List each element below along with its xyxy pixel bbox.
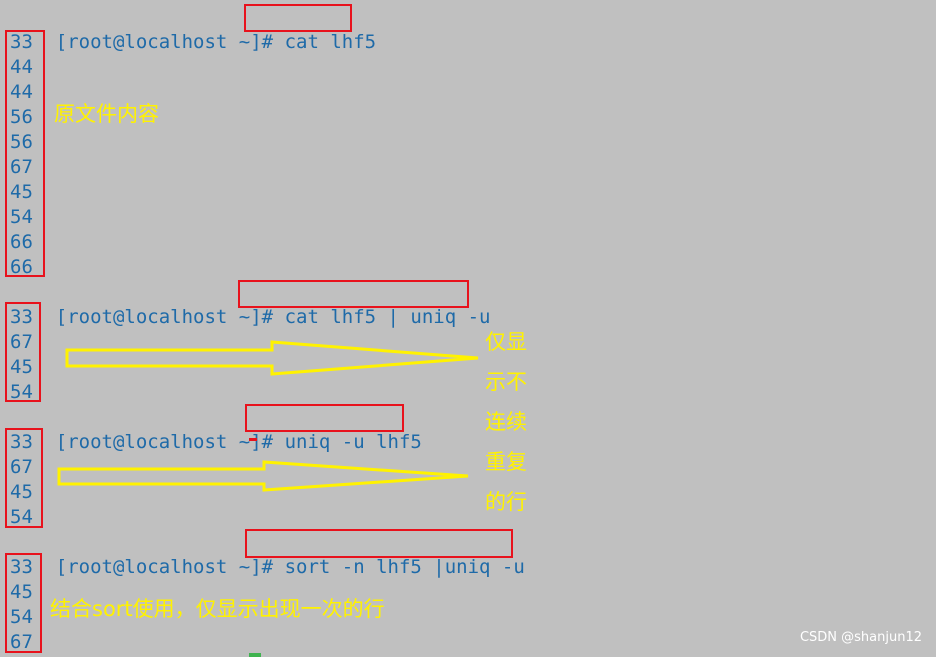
output-line: 45 xyxy=(10,481,33,503)
output-highlight-box xyxy=(5,553,42,653)
annotation-original-content: 原文件内容 xyxy=(54,102,159,126)
output-line: 67 xyxy=(10,331,33,353)
output-highlight-box xyxy=(5,30,45,277)
command-text: cat lhf5 | uniq -u xyxy=(284,306,491,328)
annotation-sort-combo: 结合sort使用，仅显示出现一次的行 xyxy=(50,597,385,621)
output-line: 67 xyxy=(10,456,33,478)
output-line: 44 xyxy=(10,56,33,78)
prompt-line: [root@localhost ~]# cat lhf5 | uniq -u xyxy=(10,280,491,328)
command-highlight-box xyxy=(244,4,352,32)
command-highlight-box xyxy=(238,280,469,308)
output-line: 33 xyxy=(10,431,33,453)
output-line: 54 xyxy=(10,606,33,628)
prompt: [root@localhost ~]# xyxy=(55,431,274,453)
annotation-line: 示不 xyxy=(485,370,527,394)
output-line: 33 xyxy=(10,31,33,53)
annotation-line: 的行 xyxy=(485,490,527,514)
prompt: [root@localhost ~]# xyxy=(55,31,274,53)
prompt: [root@localhost ~]# xyxy=(55,306,274,328)
command-text: sort -n lhf5 |uniq -u xyxy=(284,556,525,578)
output-line: 54 xyxy=(10,206,33,228)
prompt-line: [root@localhost ~]# sort -n lhf5 |uniq -… xyxy=(10,530,525,578)
annotation-line: 连续 xyxy=(485,410,527,434)
command-highlight-box xyxy=(245,529,513,558)
output-line: 45 xyxy=(10,356,33,378)
arrow-icon xyxy=(57,460,469,492)
output-line: 33 xyxy=(10,306,33,328)
output-line: 44 xyxy=(10,81,33,103)
watermark: CSDN @shanjun12 xyxy=(799,630,922,645)
prompt: [root@localhost ~]# xyxy=(55,556,274,578)
output-line: 54 xyxy=(10,506,33,528)
output-highlight-box xyxy=(5,302,41,402)
cursor-mark xyxy=(249,438,257,441)
output-highlight-box xyxy=(5,428,43,528)
output-line: 45 xyxy=(10,181,33,203)
prompt-line: [root@localhost ~]# cat lhf5 xyxy=(10,5,376,53)
output-line: 56 xyxy=(10,106,33,128)
arrow-icon xyxy=(65,340,479,376)
command-text: cat lhf5 xyxy=(284,31,377,53)
output-line: 56 xyxy=(10,131,33,153)
annotation-line: 仅显 xyxy=(485,330,527,354)
output-line: 67 xyxy=(10,156,33,178)
command-text: uniq -u lhf5 xyxy=(284,431,422,453)
output-line: 67 xyxy=(10,631,33,653)
output-line: 54 xyxy=(10,381,33,403)
output-line: 66 xyxy=(10,231,33,253)
annotation-line: 重复 xyxy=(485,450,527,474)
annotation-unique-lines: 仅显 示不 连续 重复 的行 xyxy=(485,322,535,522)
command-highlight-box xyxy=(245,404,404,432)
output-line: 33 xyxy=(10,556,33,578)
prompt-line: [root@localhost ~]# uniq -u lhf5 xyxy=(10,405,422,453)
output-line: 66 xyxy=(10,256,33,278)
cursor-mark xyxy=(249,653,261,657)
output-line: 45 xyxy=(10,581,33,603)
